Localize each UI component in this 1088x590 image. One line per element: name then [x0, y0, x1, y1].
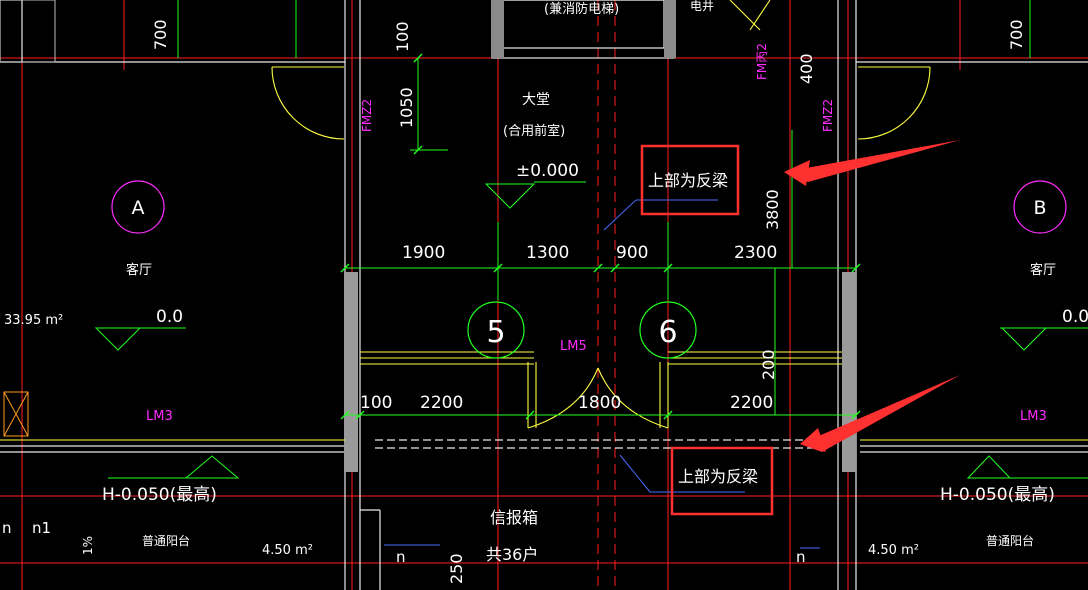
- n1-left-label: n1: [32, 519, 51, 537]
- lobby-label: 大堂: [522, 92, 550, 108]
- shaft-wall-left: [492, 0, 504, 58]
- kitchen-fixture: [0, 0, 56, 63]
- balcony-label-left: 普通阳台: [142, 533, 190, 548]
- callout-arrow-top: [784, 140, 960, 186]
- area-left: 33.95 m²: [4, 313, 63, 328]
- area-balcony-left: 4.50 m²: [262, 543, 313, 558]
- axis-bubble-a: [111, 180, 165, 234]
- balcony-fixture: [3, 391, 29, 437]
- wall-column-right: [842, 272, 856, 472]
- tag-lm3-left: LM3: [146, 409, 173, 424]
- elevator-label: (兼消防电梯): [544, 1, 619, 17]
- balcony-label-right: 普通阳台: [986, 533, 1034, 548]
- n-mid-label: n: [396, 548, 406, 566]
- callout-text-bottom: 上部为反梁: [678, 467, 758, 486]
- dim-2200-left: 2200: [420, 393, 463, 413]
- tag-fm-c2: FM丙2: [755, 43, 769, 80]
- axis-b-label: B: [1033, 197, 1046, 219]
- dimension-ticks: [340, 53, 861, 420]
- dim-2200-right: 2200: [730, 393, 773, 413]
- dim-1900: 1900: [402, 243, 445, 263]
- dim-900: 900: [616, 243, 648, 263]
- wall-column-left: [344, 272, 358, 472]
- tag-fmz2-right: FMZ2: [821, 99, 835, 132]
- leader-lines: [384, 199, 820, 549]
- axis-bubble-b: [1013, 180, 1067, 234]
- callout-box-bottom: [670, 446, 774, 516]
- slope-label: 1%: [81, 536, 95, 555]
- callout-box-top: [640, 144, 740, 216]
- n-left-label: n: [2, 519, 12, 537]
- callout-text-top: 上部为反梁: [648, 171, 728, 190]
- axis-bubble-6: [639, 301, 697, 359]
- balcony-level-left: H-0.050(最高): [102, 485, 217, 505]
- mailbox-label: 信报箱: [490, 508, 538, 527]
- dimension-lines: [108, 0, 1088, 479]
- dim-1050: 1050: [397, 87, 416, 128]
- area-balcony-right: 4.50 m²: [868, 543, 919, 558]
- callout-arrow-bottom: [800, 375, 960, 452]
- dim-3800: 3800: [763, 189, 782, 230]
- axis-bubble-5: [467, 301, 525, 359]
- n-right-label: n: [796, 548, 806, 566]
- axis-5-label: 5: [486, 315, 505, 350]
- tag-lm5: LM5: [560, 339, 587, 354]
- level-left: 0.0: [156, 307, 183, 327]
- dim-200: 200: [759, 349, 778, 380]
- level-right: 0.0: [1062, 307, 1088, 327]
- lobby-level: ±0.000: [516, 161, 579, 181]
- tag-fmz2-left: FMZ2: [360, 99, 374, 132]
- lobby-sub-label: (合用前室): [503, 123, 565, 139]
- dim-100-bottom: 100: [360, 393, 392, 413]
- balcony-level-right: H-0.050(最高): [940, 485, 1055, 505]
- dim-700-right: 700: [1007, 19, 1026, 50]
- dim-400: 400: [797, 53, 816, 84]
- axis-6-label: 6: [658, 315, 677, 350]
- dim-250: 250: [447, 553, 466, 584]
- living-room-left: 客厅: [126, 262, 152, 278]
- tag-lm3-right: LM3: [1020, 409, 1047, 424]
- shaft-wall-right: [664, 0, 676, 58]
- dim-100-top: 100: [393, 21, 412, 52]
- living-room-right: 客厅: [1030, 262, 1056, 278]
- shaft-label: 电井: [690, 0, 714, 13]
- level-markers: [94, 183, 1048, 479]
- dim-1300: 1300: [526, 243, 569, 263]
- households-label: 共36户: [486, 545, 538, 564]
- dim-1800: 1800: [578, 393, 621, 413]
- dim-700-left: 700: [151, 19, 170, 50]
- dim-2300: 2300: [734, 243, 777, 263]
- axis-a-label: A: [132, 197, 145, 219]
